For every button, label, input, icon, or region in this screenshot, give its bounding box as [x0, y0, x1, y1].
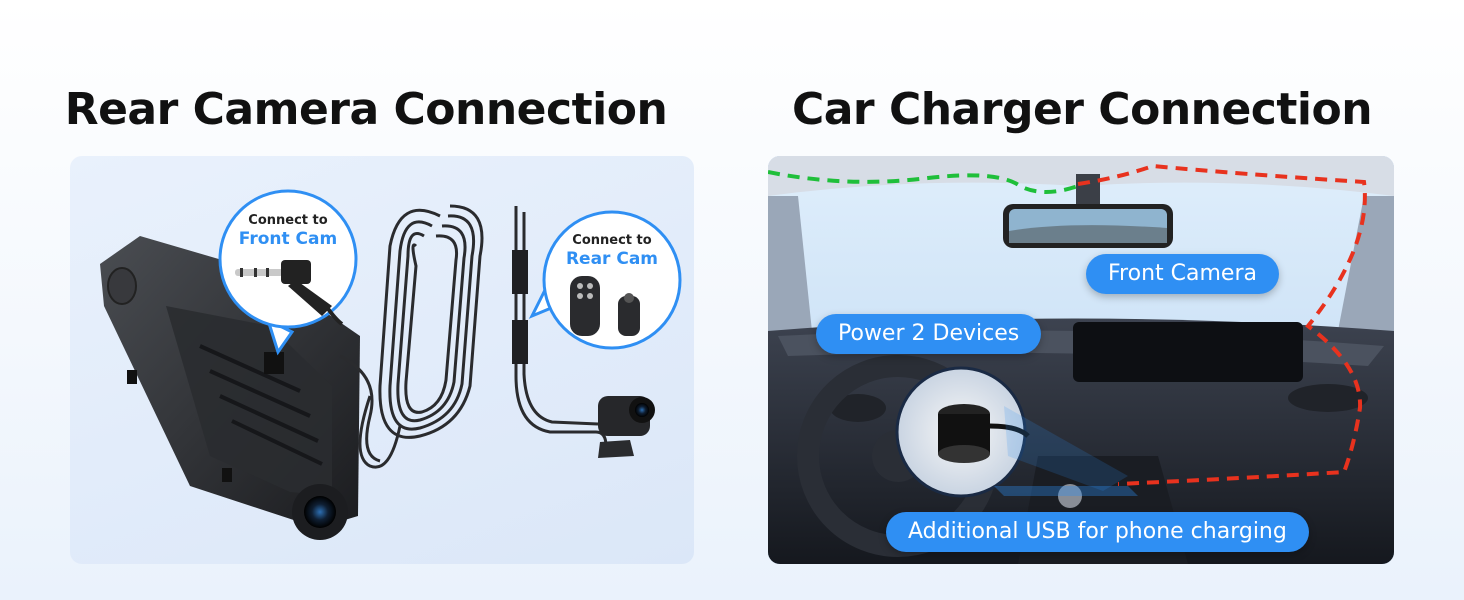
extension-cable-image — [339, 204, 608, 469]
car-interior-image — [768, 156, 1394, 564]
power-2-devices-label: Power 2 Devices — [816, 314, 1042, 354]
rear-cam-bubble-line2: Rear Cam — [566, 249, 658, 269]
additional-usb-label: Additional USB for phone charging — [886, 512, 1309, 552]
rear-cam-bubble-line1: Connect to — [572, 233, 651, 248]
front-cam-bubble-line1: Connect to — [248, 213, 327, 228]
rear-camera-connection-heading: Rear Camera Connection — [64, 84, 668, 135]
rear-camera-diagram-panel: Connect to Front Cam Connect to Rear Cam — [70, 156, 694, 564]
rear-camera-image — [598, 396, 655, 458]
front-cam-connector-bubble — [218, 189, 358, 356]
rear-cam-connector-bubble — [528, 210, 682, 350]
car-charger-connection-heading: Car Charger Connection — [791, 84, 1373, 135]
red-cable-route — [1077, 163, 1367, 486]
car-interior-photo-panel: Front Camera Power 2 Devices Additional … — [768, 156, 1394, 564]
green-cable-route — [768, 170, 1079, 194]
front-camera-label: Front Camera — [1086, 254, 1279, 294]
front-cam-bubble-line2: Front Cam — [239, 229, 337, 249]
